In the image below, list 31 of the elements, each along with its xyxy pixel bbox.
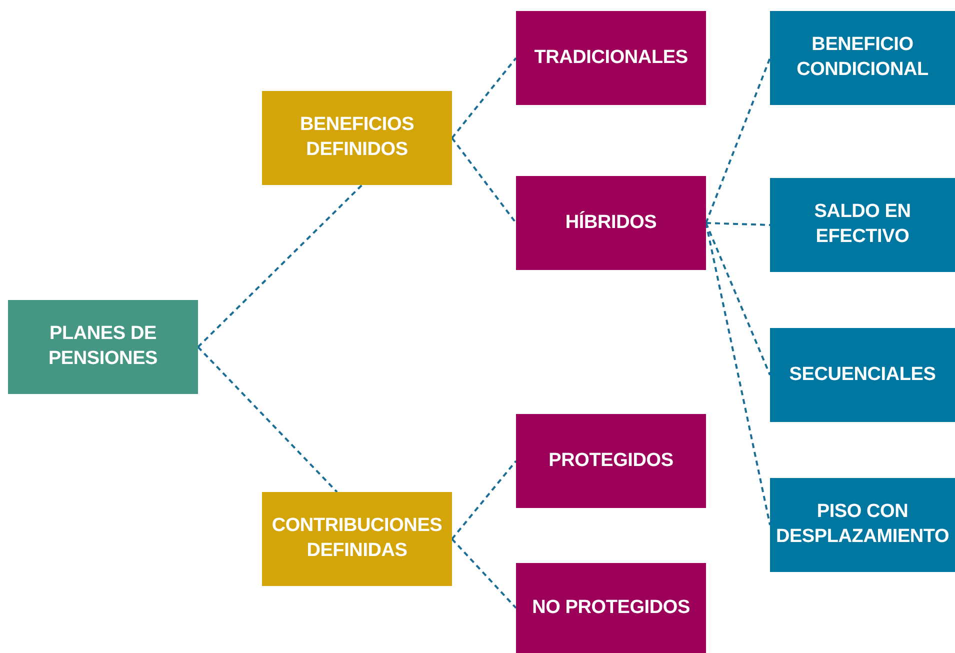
category-box bbox=[770, 178, 955, 272]
box-label: SALDO EN EFECTIVO bbox=[813, 200, 912, 249]
box-label: HÍBRIDOS bbox=[565, 210, 657, 235]
category-box bbox=[516, 176, 706, 270]
dashed-connector bbox=[451, 57, 517, 139]
dashed-connector bbox=[451, 460, 517, 540]
category-box bbox=[770, 11, 955, 105]
category-box bbox=[262, 492, 452, 586]
category-box bbox=[770, 328, 955, 422]
box-label: BENEFICIOS DEFINIDOS bbox=[298, 113, 416, 162]
category-box bbox=[770, 478, 955, 572]
category-box bbox=[516, 414, 706, 508]
dashed-connector bbox=[451, 538, 517, 609]
box-label: PISO CON DESPLAZAMIENTO bbox=[776, 500, 950, 549]
box-label: SECUENCIALES bbox=[789, 362, 936, 387]
box-label: PROTEGIDOS bbox=[548, 448, 674, 473]
box-label: TRADICIONALES bbox=[534, 46, 688, 70]
category-box bbox=[262, 91, 452, 185]
box-label: CONTRIBUCIONES DEFINIDAS bbox=[270, 514, 444, 563]
category-box bbox=[8, 300, 198, 394]
category-box bbox=[516, 11, 706, 105]
box-label: BENEFICIO CONDICIONAL bbox=[796, 33, 930, 82]
category-box bbox=[516, 563, 706, 653]
dashed-connector bbox=[705, 222, 771, 376]
dashed-connector bbox=[197, 184, 363, 348]
dashed-connector bbox=[706, 222, 770, 226]
dashed-connector bbox=[197, 346, 338, 493]
box-label: PLANES DE PENSIONES bbox=[47, 322, 159, 371]
dashed-connector bbox=[451, 137, 517, 224]
box-label: NO PROTEGIDOS bbox=[532, 596, 690, 620]
dashed-connector bbox=[705, 58, 771, 224]
